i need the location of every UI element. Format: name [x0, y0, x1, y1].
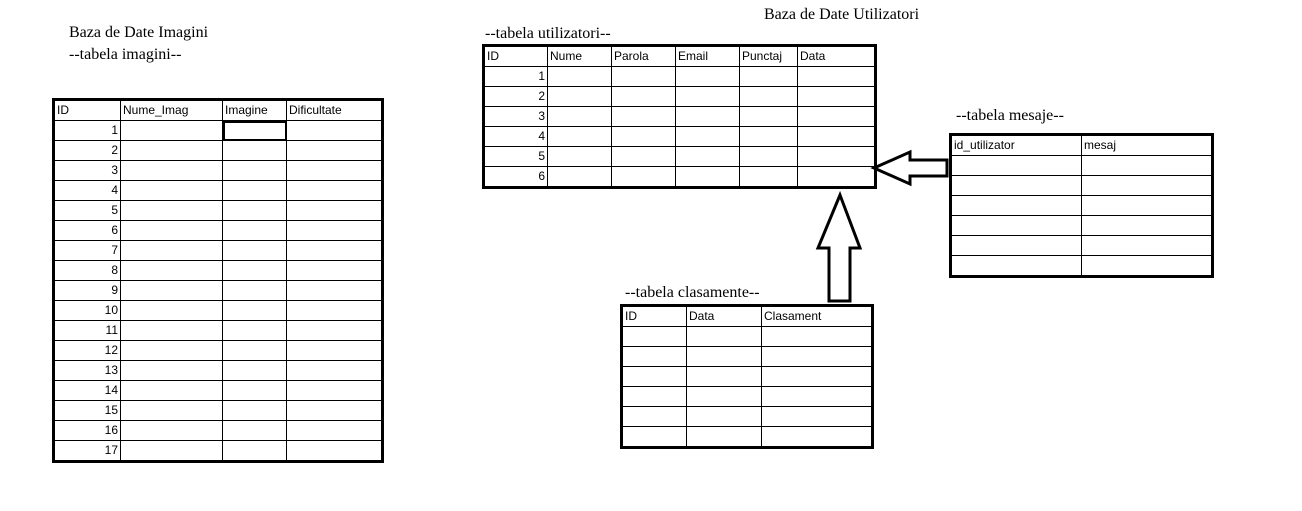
utilizatori-table-row: 5 [484, 146, 875, 167]
imagini-table-row: 7 [54, 240, 382, 261]
mesaje-column-header: mesaj [1081, 135, 1212, 156]
mesaje-table-row [951, 215, 1212, 236]
imagini-table-cell [286, 440, 382, 461]
imagini-table-row: 16 [54, 420, 382, 441]
imagini-column-header: ID [54, 100, 121, 121]
imagini-table-row: 11 [54, 320, 382, 341]
mesaje-to-utilizatori-arrow [870, 149, 949, 187]
utilizatori-table-cell [797, 166, 875, 187]
clasamente-table-cell [761, 426, 872, 447]
utilizatori-table-row: 4 [484, 126, 875, 147]
mesaje-table-row [951, 235, 1212, 256]
imagini-table-row: 2 [54, 140, 382, 161]
clasamente-to-utilizatori-arrow [815, 190, 863, 303]
clasamente-table-row [622, 366, 872, 387]
utilizatori-table-title: --tabela utilizatori-- [485, 25, 611, 42]
utilizatori-table-row: 3 [484, 106, 875, 127]
imagini-table-row: 4 [54, 180, 382, 201]
imagini-table-row: 12 [54, 340, 382, 361]
mesaje-table-row [951, 255, 1212, 276]
utilizatori-db-title: Baza de Date Utilizatori [764, 6, 920, 23]
clasamente-table-row [622, 346, 872, 367]
utilizatori-column-header: Email [675, 46, 740, 67]
clasamente-table-row [622, 426, 872, 447]
clasamente-table-title: --tabela clasamente-- [625, 284, 760, 301]
mesaje-table-cell [1081, 255, 1212, 276]
imagini-table-row: 13 [54, 360, 382, 381]
clasamente-column-header: Data [686, 306, 762, 327]
imagini-table-row: 6 [54, 220, 382, 241]
imagini-table-row: 17 [54, 440, 382, 461]
clasamente-table-row [622, 386, 872, 407]
utilizatori-table-row: 6 [484, 166, 875, 187]
clasamente-table-row [622, 406, 872, 427]
mesaje-table-title: --tabela mesaje-- [956, 107, 1064, 124]
utilizatori-table-row: 1 [484, 66, 875, 87]
imagini-db-title: Baza de Date Imagini [69, 24, 209, 41]
imagini-table-row: 10 [54, 300, 382, 321]
imagini-table-row: 14 [54, 380, 382, 401]
imagini-table-cell: 13 [54, 360, 121, 381]
imagini-table-title: --tabela imagini-- [69, 46, 182, 63]
imagini-table-row: 3 [54, 160, 382, 181]
mesaje-table-row [951, 175, 1212, 196]
imagini-table-row: 5 [54, 200, 382, 221]
utilizatori-column-header: Nume [547, 46, 612, 67]
